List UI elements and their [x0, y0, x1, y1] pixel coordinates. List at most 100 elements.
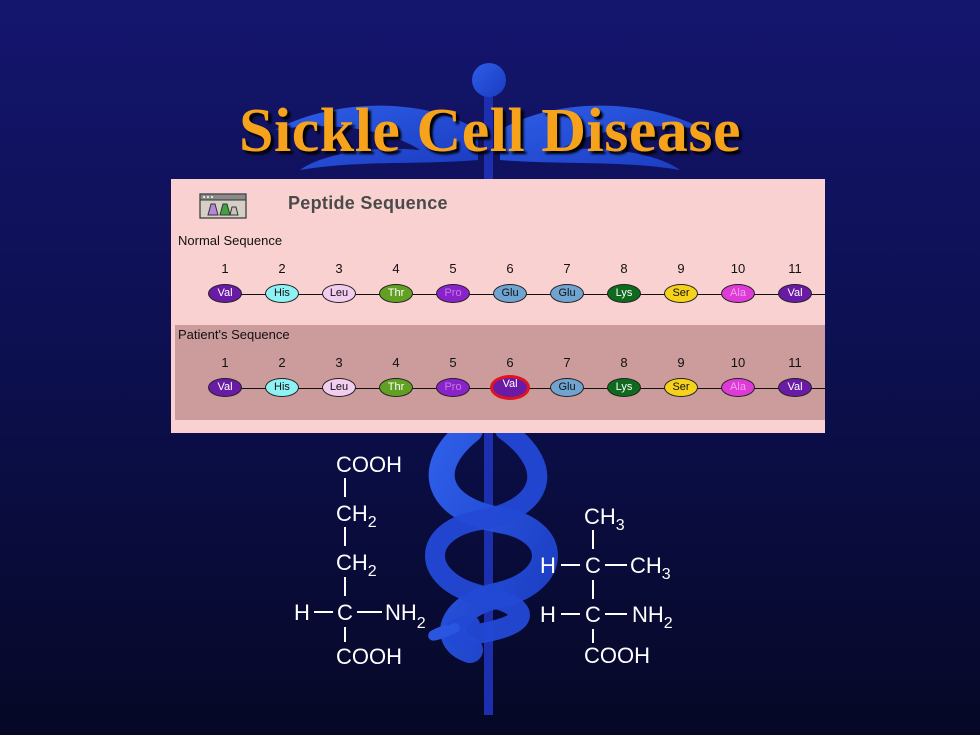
residue-bead: Pro [436, 378, 470, 397]
val-ch3: CH [630, 553, 662, 578]
residue-bead: Ser [664, 378, 698, 397]
svg-text:CH3: CH3 [630, 553, 671, 583]
residue-number: 2 [278, 355, 286, 370]
residue-number: 10 [730, 355, 746, 370]
residue-bead: Glu [550, 378, 584, 397]
glu-cooh-bottom: COOH [336, 644, 402, 669]
residue-number: 3 [335, 261, 343, 276]
glu-ch2-b-sub: 2 [368, 563, 377, 580]
residue-number: 4 [392, 261, 400, 276]
svg-text:NH2: NH2 [385, 600, 426, 632]
residue-bead: His [265, 284, 299, 303]
test-tube-rack-icon [199, 193, 247, 219]
glu-h: H [294, 600, 310, 625]
residue-bead: Val [778, 284, 812, 303]
residue-number: 1 [221, 261, 229, 276]
residue-number: 8 [620, 261, 628, 276]
residue-bead: Ala [721, 378, 755, 397]
panel-header: Peptide Sequence [171, 179, 825, 227]
patient-sequence-label: Patient's Sequence [178, 327, 290, 342]
residue-bead: Leu [322, 284, 356, 303]
residue-bead: Lys [607, 378, 641, 397]
residue-bead: Val [208, 378, 242, 397]
glu-c: C [337, 600, 353, 625]
residue-number: 7 [563, 261, 571, 276]
svg-text:CH2: CH2 [336, 501, 377, 531]
residue-number: 4 [392, 355, 400, 370]
residue-bead: His [265, 378, 299, 397]
svg-text:CH3: CH3 [584, 504, 625, 534]
residue-number: 10 [730, 261, 746, 276]
val-ch3-sub: 3 [662, 566, 671, 583]
val-ch3-top-sub: 3 [616, 517, 625, 534]
residue-bead: Glu [550, 284, 584, 303]
val-c1: C [585, 553, 601, 578]
residue-number: 8 [620, 355, 628, 370]
val-nh: NH [632, 602, 664, 627]
glutamate-structure: COOH CH2 CH2 H C NH2 COOH [294, 452, 426, 669]
val-h2: H [540, 602, 556, 627]
val-ch3-top: CH [584, 504, 616, 529]
residue-number: 11 [788, 355, 802, 370]
val-cooh: COOH [584, 643, 650, 668]
residue-bead: Thr [379, 378, 413, 397]
residue-number: 2 [278, 261, 286, 276]
svg-text:CH2: CH2 [336, 550, 377, 580]
residue-number: 9 [677, 261, 685, 276]
residue-bead: Lys [607, 284, 641, 303]
residue-number: 6 [506, 355, 514, 370]
residue-bead: Val [208, 284, 242, 303]
residue-number: 1 [221, 355, 229, 370]
glu-ch2-b: CH [336, 550, 368, 575]
mutated-residue-bead: Val [490, 375, 530, 400]
val-h1: H [540, 553, 556, 578]
glu-cooh-top: COOH [336, 452, 402, 477]
panel-title: Peptide Sequence [288, 193, 448, 213]
residue-number: 5 [449, 355, 457, 370]
glu-nh: NH [385, 600, 417, 625]
residue-number: 3 [335, 355, 343, 370]
residue-bead: Val [778, 378, 812, 397]
normal-sequence-label: Normal Sequence [178, 233, 283, 248]
residue-number: 9 [677, 355, 685, 370]
residue-number: 11 [788, 261, 802, 276]
valine-structure: CH3 H C CH3 H C NH2 COOH [540, 504, 673, 668]
slide-title: Sickle Cell Disease [239, 97, 741, 165]
residue-number: 5 [449, 261, 457, 276]
residue-bead: Ser [664, 284, 698, 303]
residue-bead: Leu [322, 378, 356, 397]
residue-number: 6 [506, 261, 514, 276]
residue-bead: Thr [379, 284, 413, 303]
residue-bead: Glu [493, 284, 527, 303]
val-c2: C [585, 602, 601, 627]
glu-nh-sub: 2 [417, 615, 426, 632]
glu-ch2-a-sub: 2 [368, 514, 377, 531]
